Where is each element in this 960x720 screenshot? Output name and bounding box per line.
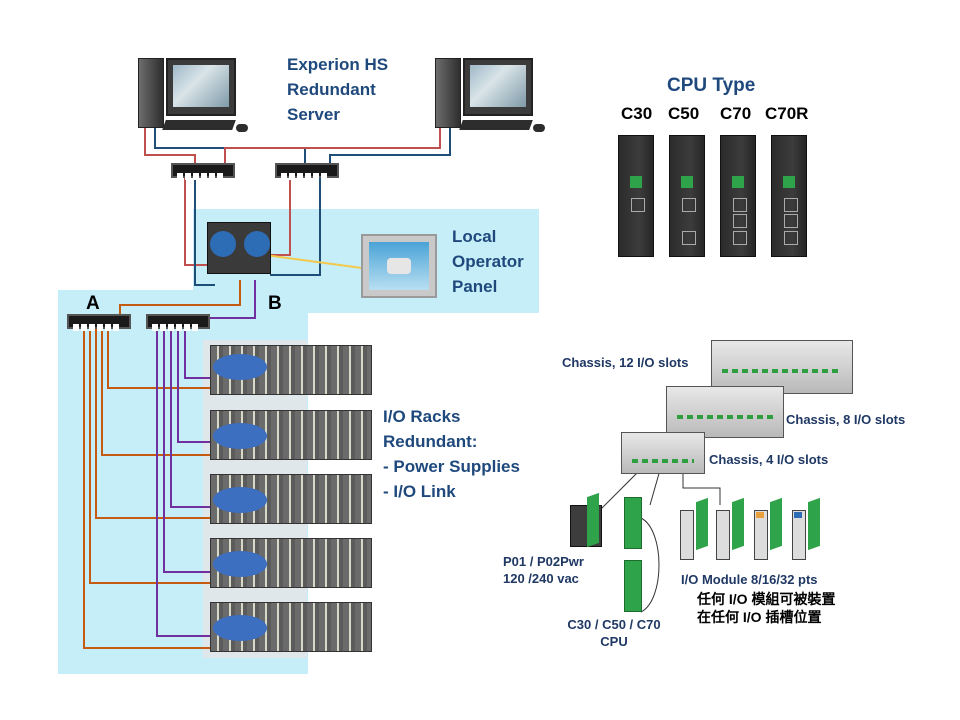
network-switch-b [146, 314, 210, 331]
io-rack-5 [210, 602, 372, 652]
chassis-12-label: Chassis, 12 I/O slots [562, 355, 689, 370]
server-mouse [236, 124, 248, 132]
cpu-module-image-c70r [771, 135, 807, 257]
server-keyboard [162, 120, 236, 130]
cpu-module-label-line2: CPU [600, 634, 628, 649]
cpu-model-c30: C30 [621, 104, 653, 123]
chassis-8-slots [666, 386, 784, 438]
cpu-module-image-c30 [618, 135, 654, 257]
io-rack-4 [210, 538, 372, 588]
network-b-label: B [268, 293, 282, 314]
io-racks-label: I/O Racks Redundant: - Power Supplies - … [383, 404, 520, 504]
io-module-note-line1: 任何 I/O 模組可被裝置 [697, 591, 836, 607]
io-rack-2 [210, 410, 372, 460]
cpu-module-card-2 [624, 560, 642, 612]
io-racks-label-line4: - I/O Link [383, 482, 456, 501]
operator-panel-label-line1: Local [452, 227, 497, 246]
io-module-label: I/O Module 8/16/32 pts [681, 572, 818, 587]
server-label-line3: Server [287, 105, 340, 124]
power-module-board [587, 492, 599, 548]
cpu-module-image-c50 [669, 135, 705, 257]
power-module-label-line2: 120 /240 vac [503, 571, 579, 586]
cpu-model-c70r: C70R [765, 104, 809, 123]
server-label-line1: Experion HS [287, 55, 389, 74]
operator-panel-label-line3: Panel [452, 277, 498, 296]
server-tower [435, 58, 461, 128]
io-rack-1 [210, 345, 372, 395]
server-computer-left [138, 58, 248, 138]
network-switch-right [275, 163, 339, 180]
power-module-label: P01 / P02Pwr 120 /240 vac [503, 553, 584, 587]
chassis-8-label: Chassis, 8 I/O slots [786, 412, 906, 427]
server-keyboard [459, 120, 533, 130]
network-a-label: A [86, 293, 100, 314]
operator-panel-device [361, 234, 437, 298]
io-module-note: 任何 I/O 模組可被裝置 在任何 I/O 插槽位置 [697, 590, 835, 626]
cpu-module-card-1 [624, 497, 642, 549]
server-monitor [166, 58, 236, 116]
io-rack-3 [210, 474, 372, 524]
network-switch-a [67, 314, 131, 331]
operator-panel-label: Local Operator Panel [452, 224, 524, 299]
server-mouse [533, 124, 545, 132]
io-racks-label-line2: Redundant: [383, 432, 478, 451]
cpu-module-image-c70 [720, 135, 756, 257]
cpu-model-c70: C70 [720, 104, 752, 123]
server-label: Experion HS Redundant Server [287, 52, 388, 127]
cpu-module-label-line1: C30 / C50 / C70 [567, 617, 661, 632]
server-tower [138, 58, 164, 128]
cpu-model-c50: C50 [668, 104, 700, 123]
io-module-note-line2: 在任何 I/O 插槽位置 [697, 609, 822, 625]
power-module-label-line1: P01 / P02Pwr [503, 554, 584, 569]
cpu-module-label: C30 / C50 / C70 CPU [562, 616, 666, 650]
operator-panel-label-line2: Operator [452, 252, 524, 271]
controller-unit [207, 222, 271, 274]
io-module-image-1 [680, 497, 712, 560]
io-racks-label-line3: - Power Supplies [383, 457, 520, 476]
network-switch-left [171, 163, 235, 180]
server-computer-right [435, 58, 545, 138]
io-module-image-3 [754, 497, 786, 560]
chassis-4-slots [621, 432, 705, 474]
chassis-4-label: Chassis, 4 I/O slots [709, 452, 829, 467]
server-monitor [463, 58, 533, 116]
io-module-image-4 [792, 497, 824, 560]
io-module-image-2 [716, 497, 748, 560]
io-racks-label-line1: I/O Racks [383, 407, 461, 426]
server-label-line2: Redundant [287, 80, 376, 99]
cpu-type-title: CPU Type [667, 75, 756, 96]
